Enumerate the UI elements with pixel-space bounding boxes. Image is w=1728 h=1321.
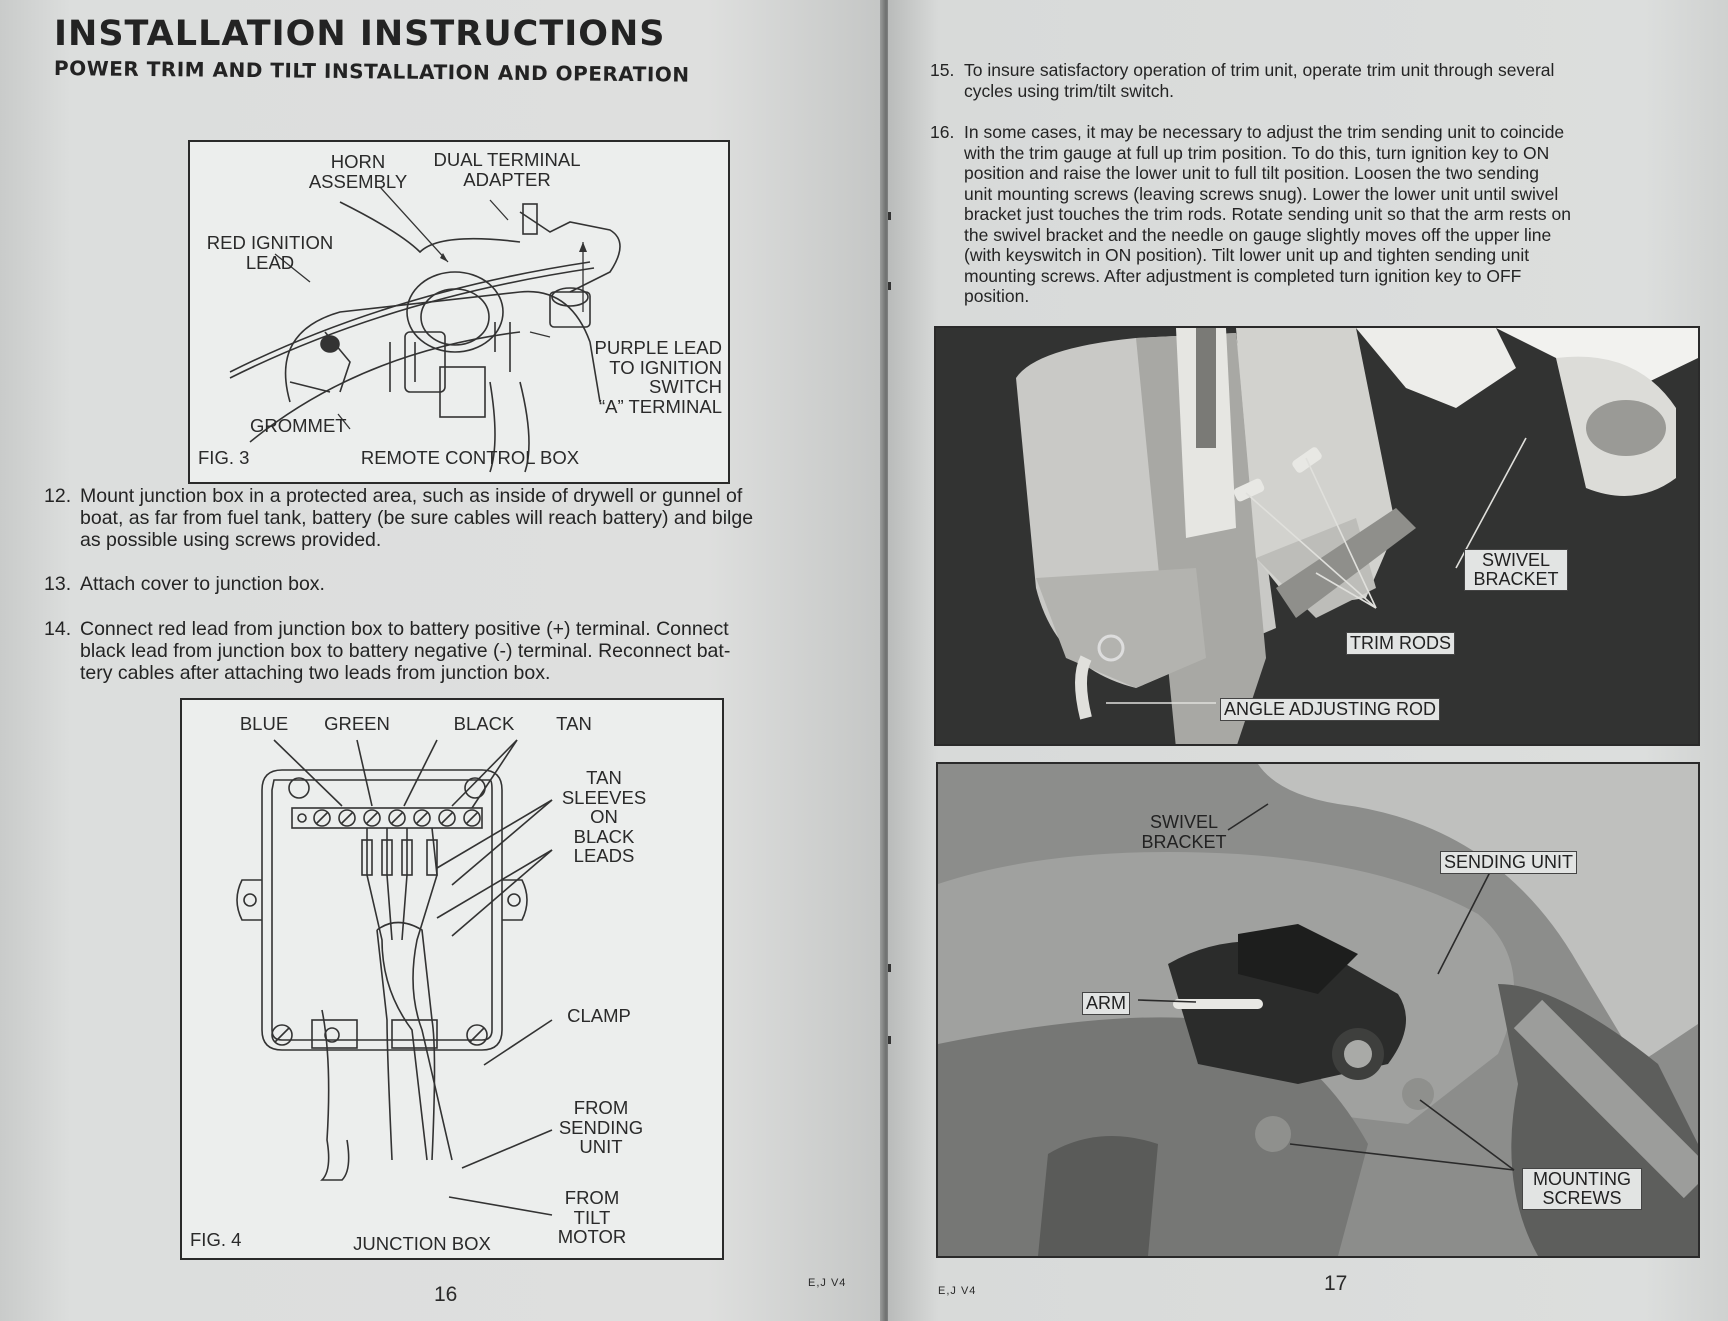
step-16: 16. In some cases, it may be necessary t… xyxy=(930,122,1571,306)
label-angle-adjusting-rod: ANGLE ADJUSTING ROD xyxy=(1220,698,1441,721)
page-code-right: E,J V4 xyxy=(938,1285,977,1297)
fig4-label-tan: TAN xyxy=(556,713,592,734)
right-page: 15. To insure satisfactory operation of … xyxy=(888,0,1728,1321)
photo-trim-rods-drawing xyxy=(936,328,1698,744)
fig3-drawing xyxy=(229,186,621,473)
label-trim-rods: TRIM RODS xyxy=(1346,632,1455,655)
fig4-label-black: BLACK xyxy=(453,713,515,734)
step-14: 14. Connect red lead from junction box t… xyxy=(44,618,731,684)
fig4-drawing xyxy=(236,739,553,1216)
punch-mark xyxy=(888,964,891,972)
left-page: INSTALLATION INSTRUCTIONS POWER TRIM AND… xyxy=(0,0,884,1321)
page-title: INSTALLATION INSTRUCTIONS xyxy=(54,14,666,54)
punch-mark xyxy=(888,212,891,220)
label-arm: ARM xyxy=(1082,992,1130,1015)
page-number-17: 17 xyxy=(1324,1272,1348,1295)
fig4-label-clamp: CLAMP xyxy=(567,1005,631,1026)
label-sending-unit: SENDING UNIT xyxy=(1440,851,1578,874)
page-subtitle: POWER TRIM AND TILT INSTALLATION AND OPE… xyxy=(53,56,690,87)
step-15: 15. To insure satisfactory operation of … xyxy=(930,60,1555,101)
fig3-caption: REMOTE CONTROL BOX xyxy=(360,447,580,468)
step-13: 13. Attach cover to junction box. xyxy=(44,573,325,595)
punch-mark xyxy=(888,1036,891,1044)
fig4-caption: JUNCTION BOX xyxy=(353,1233,491,1254)
page-code-left: E,J V4 xyxy=(808,1277,847,1289)
punch-mark xyxy=(888,282,891,290)
fig4-label-blue: BLUE xyxy=(239,713,289,734)
fig4-number: FIG. 4 xyxy=(190,1229,242,1250)
fig3-number: FIG. 3 xyxy=(198,447,250,468)
page-number-16: 16 xyxy=(434,1283,458,1306)
fig3-label-grommet: GROMMET xyxy=(250,415,347,436)
step-12: 12. Mount junction box in a protected ar… xyxy=(44,485,754,551)
fig4-label-green: GREEN xyxy=(324,713,390,734)
